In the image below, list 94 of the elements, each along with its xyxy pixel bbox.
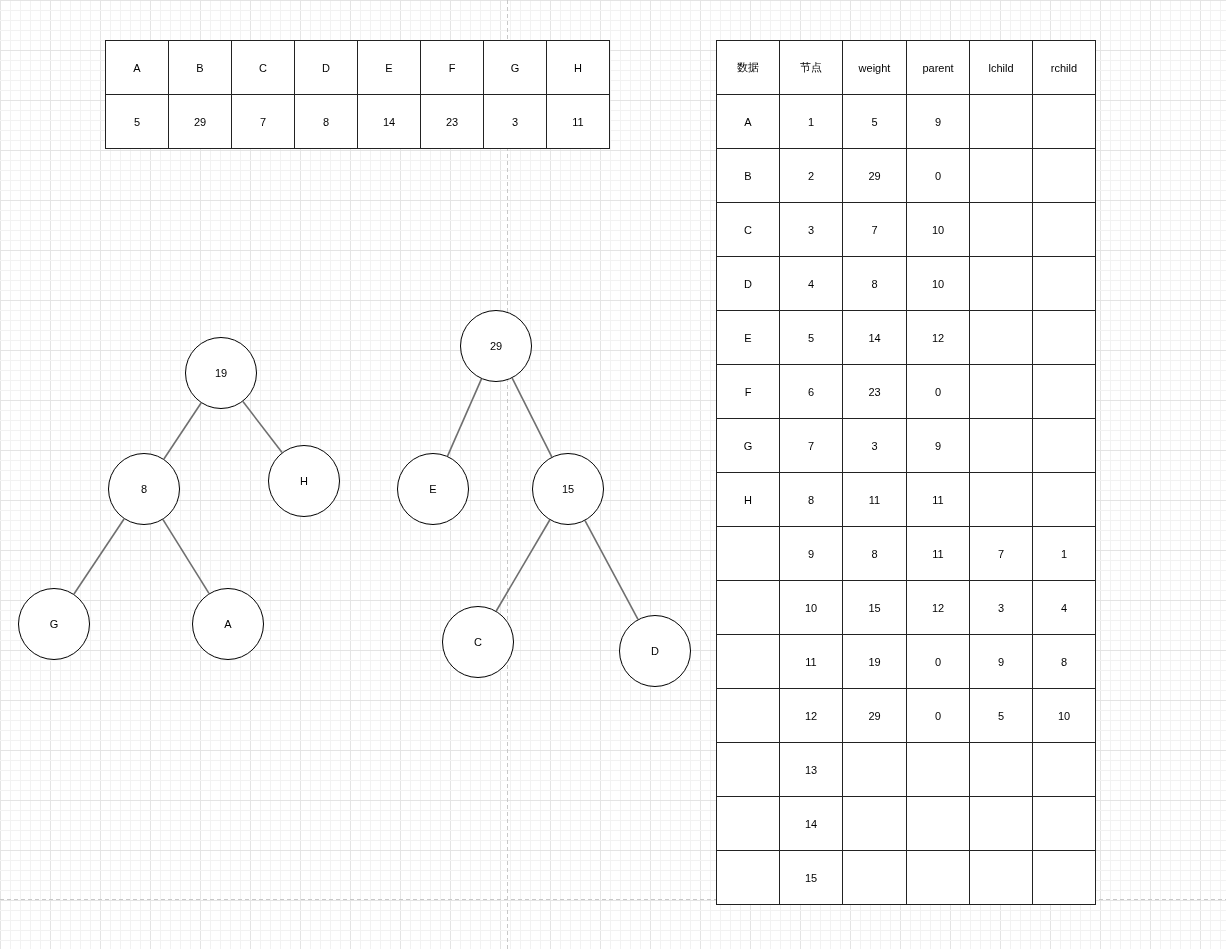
table-cell: 13	[779, 742, 843, 797]
table-cell: 15	[779, 850, 843, 905]
table-cell: 12	[779, 688, 843, 743]
table-cell: 7	[779, 418, 843, 473]
table-cell: 节点	[779, 40, 843, 95]
table-cell: 11	[906, 472, 970, 527]
table-cell: 3	[842, 418, 907, 473]
connector-line	[584, 519, 639, 621]
table-cell: 3	[969, 580, 1033, 635]
table-cell: 5	[969, 688, 1033, 743]
table-cell: 23	[420, 94, 484, 149]
table-cell: 6	[779, 364, 843, 419]
connector-line	[511, 377, 553, 458]
table-cell: 4	[1032, 580, 1096, 635]
tree-node-circle: 15	[532, 453, 604, 525]
table-cell: F	[716, 364, 780, 419]
table-cell: 14	[357, 94, 421, 149]
table-cell: 9	[906, 94, 970, 149]
connector-line	[446, 378, 483, 457]
table-cell: D	[716, 256, 780, 311]
table-cell: B	[716, 148, 780, 203]
table-cell: 7	[842, 202, 907, 257]
connector-line	[242, 400, 283, 454]
table-cell: 0	[906, 364, 970, 419]
table-cell: parent	[906, 40, 970, 95]
table-cell: 5	[105, 94, 169, 149]
table-cell: 1	[1032, 526, 1096, 581]
table-cell: 11	[842, 472, 907, 527]
table-cell: 8	[1032, 634, 1096, 689]
table-cell: 8	[779, 472, 843, 527]
table-cell: 0	[906, 148, 970, 203]
table-cell: 0	[906, 634, 970, 689]
table-cell: E	[357, 40, 421, 95]
table-cell: 5	[842, 94, 907, 149]
table-cell: 12	[906, 310, 970, 365]
table-cell: E	[716, 310, 780, 365]
table-cell: C	[231, 40, 295, 95]
tree-node-circle: E	[397, 453, 469, 525]
table-cell: 11	[546, 94, 610, 149]
table-cell: F	[420, 40, 484, 95]
table-cell: 14	[779, 796, 843, 851]
table-cell: 10	[779, 580, 843, 635]
table-cell: 11	[779, 634, 843, 689]
table-cell: 12	[906, 580, 970, 635]
table-cell: G	[483, 40, 547, 95]
table-cell: 9	[969, 634, 1033, 689]
connector-line	[73, 518, 125, 595]
table-cell: 9	[779, 526, 843, 581]
table-cell: 3	[483, 94, 547, 149]
tree-node-circle: D	[619, 615, 691, 687]
table-cell: 23	[842, 364, 907, 419]
table-cell: H	[546, 40, 610, 95]
table-cell: 8	[842, 526, 907, 581]
table-cell: 9	[906, 418, 970, 473]
table-cell: rchild	[1032, 40, 1096, 95]
table-cell: 3	[779, 202, 843, 257]
table-cell: 1	[779, 94, 843, 149]
table-cell: 5	[779, 310, 843, 365]
table-cell: 7	[969, 526, 1033, 581]
table-cell: 8	[842, 256, 907, 311]
table-cell: 29	[168, 94, 232, 149]
table-cell: A	[105, 40, 169, 95]
table-cell: 11	[906, 526, 970, 581]
table-cell: B	[168, 40, 232, 95]
tree-node-circle: 19	[185, 337, 257, 409]
table-cell: 7	[231, 94, 295, 149]
table-cell: 10	[906, 256, 970, 311]
table-cell: C	[716, 202, 780, 257]
table-cell: 15	[842, 580, 907, 635]
table-cell: 29	[842, 148, 907, 203]
table-cell: A	[716, 94, 780, 149]
tree-node-circle: C	[442, 606, 514, 678]
table-cell: lchild	[969, 40, 1033, 95]
connector-line	[163, 402, 202, 460]
tree-node-circle: H	[268, 445, 340, 517]
tree-node-circle: G	[18, 588, 90, 660]
table-cell: 10	[1032, 688, 1096, 743]
tree-node-circle: 8	[108, 453, 180, 525]
table-cell: 29	[842, 688, 907, 743]
table-cell: G	[716, 418, 780, 473]
table-cell: 2	[779, 148, 843, 203]
connector-line	[162, 518, 210, 595]
table-cell: D	[294, 40, 358, 95]
table-cell: weight	[842, 40, 907, 95]
table-cell: 19	[842, 634, 907, 689]
table-cell: H	[716, 472, 780, 527]
table-cell: 10	[906, 202, 970, 257]
table-cell: 14	[842, 310, 907, 365]
table-cell: 8	[294, 94, 358, 149]
table-cell: 4	[779, 256, 843, 311]
table-cell: 0	[906, 688, 970, 743]
connector-line	[495, 519, 551, 612]
table-cell: 数据	[716, 40, 780, 95]
tree-node-circle: A	[192, 588, 264, 660]
